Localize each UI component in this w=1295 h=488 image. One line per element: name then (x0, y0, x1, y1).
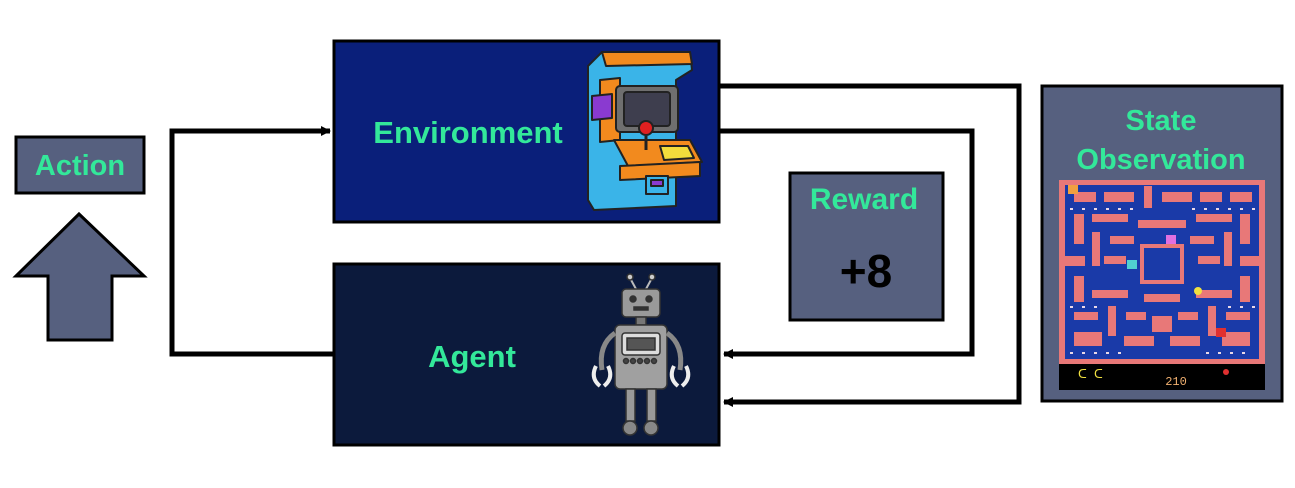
reward-panel: Reward +8 (788, 171, 945, 322)
action-panel: Action (14, 135, 146, 195)
action-label: Action (35, 150, 125, 182)
pacman-sprite (1194, 287, 1202, 295)
arcade-cabinet-icon (587, 51, 703, 211)
reward-flow-arrow (719, 128, 975, 359)
ghost-sprite (1216, 328, 1226, 337)
cherry-icon (1223, 369, 1229, 375)
environment-label: Environment (373, 115, 562, 150)
reward-title: Reward (810, 183, 918, 216)
state-flow-arrow (719, 83, 1022, 407)
ghost-sprite (1068, 185, 1078, 194)
action-flow-arrow (169, 126, 334, 357)
up-arrow-icon (12, 211, 148, 342)
score-text: 210 (1165, 375, 1187, 389)
lives-icon: ᑕ ᑕ (1078, 368, 1103, 382)
ghost-sprite (1127, 260, 1137, 269)
game-screen: ᑕ ᑕ 210 (1059, 180, 1265, 390)
reward-value: +8 (840, 245, 892, 297)
ghost-sprite (1166, 235, 1176, 244)
state-title-line2: Observation (1076, 144, 1245, 176)
robot-icon (591, 273, 691, 436)
state-title-line1: State (1126, 105, 1197, 137)
agent-label: Agent (428, 339, 516, 374)
